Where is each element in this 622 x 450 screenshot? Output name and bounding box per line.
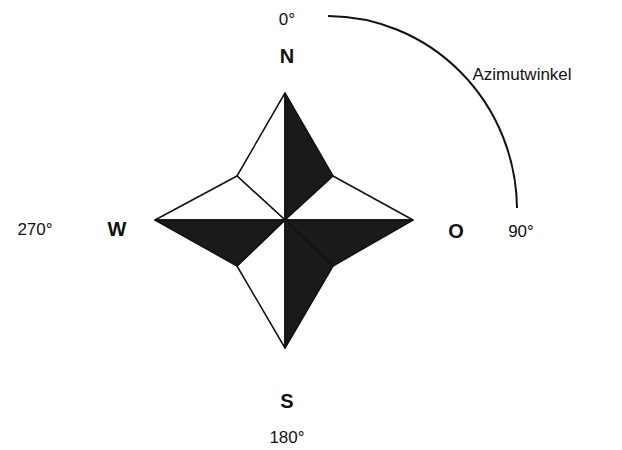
direction-letter: W [108,219,127,239]
star-half-light [155,176,285,220]
direction-letter: N [280,46,294,66]
degree-label: 270° [17,221,52,238]
direction-letter: S [280,391,293,411]
angle-caption: Azimutwinkel [472,66,571,83]
direction-letter: O [448,221,464,241]
degree-label: 0° [279,11,295,28]
star-half-dark [285,220,333,348]
azimuth-arc [328,16,517,208]
star-half-light [285,176,413,220]
star-half-dark [155,220,285,266]
degree-label: 90° [508,223,534,240]
degree-label: 180° [269,429,304,446]
